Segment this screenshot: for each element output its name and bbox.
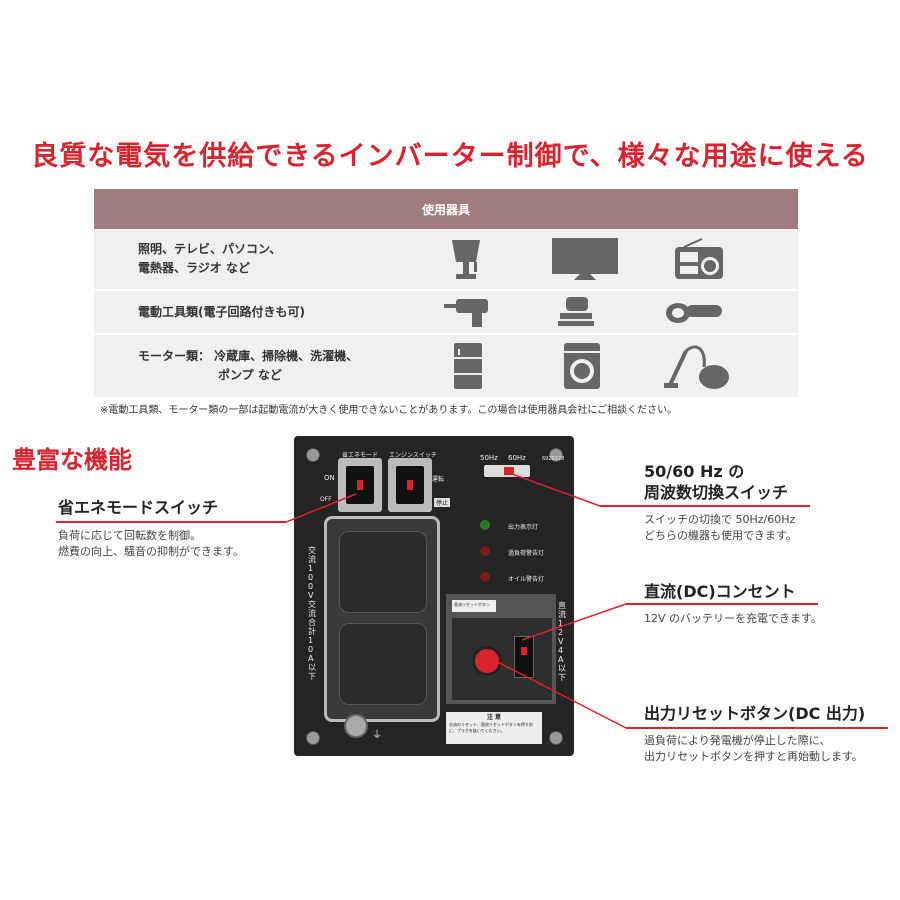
off-label: OFF [320, 496, 332, 503]
freq-title-line: 50/60 Hz の [644, 462, 745, 481]
ground-icon: ⏚ [372, 730, 382, 741]
dc-section: 直流リセットボタン [446, 594, 556, 704]
frequency-switch[interactable] [484, 465, 530, 477]
freq-callout-line [600, 505, 810, 507]
engine-switch-label: エンジンスイッチ [389, 452, 437, 459]
lamp-icon [444, 236, 488, 282]
freq-callout-title: 50/60 Hz の 周波数切換スイッチ [644, 461, 788, 503]
row-label-line: 電熱器、ラジオ など [138, 261, 250, 275]
stop-label: 停止 [434, 498, 451, 507]
freq-desc-line: スイッチの切換で 50Hz/60Hz [644, 513, 796, 526]
ac-rating-label: 交流 100V 交流合計10A以下 [308, 546, 316, 681]
dc-socket-plate [452, 618, 552, 700]
dc-rating-label: 直流 12V 4A以下 [558, 601, 566, 682]
screw-icon [306, 448, 320, 462]
reset-label-plate: 直流リセットボタン [452, 600, 496, 612]
grinder-icon [664, 295, 724, 329]
engine-switch-frame [388, 458, 432, 512]
hz60-label: 60Hz [508, 454, 526, 462]
dc-socket[interactable] [514, 636, 534, 678]
footnote: ※電動工具類、モーター類の一部は起動電流が大きく使用できないことがあります。この… [100, 405, 678, 416]
television-icon [550, 236, 620, 282]
row-label: モーター類： 冷蔵庫、掃除機、洗濯機、 ポンプ など [94, 347, 424, 385]
eco-mode-label: 省エネモード [342, 452, 379, 459]
screw-icon [549, 731, 563, 745]
row-label: 照明、テレビ、パソコン、 電熱器、ラジオ など [94, 240, 424, 278]
reset-label: 直流リセットボタン [454, 602, 490, 607]
caution-text: 交流のリセット、過流リセットボタンを押す前に、プラグを抜いてください。 [449, 722, 533, 733]
table-row: 照明、テレビ、パソコン、 電熱器、ラジオ など [94, 229, 798, 291]
reset-desc-line: 過負荷により発電機が停止した際に、 [644, 734, 831, 747]
headline: 良質な電気を供給できるインバーター制御で、様々な用途に使える [31, 141, 869, 172]
freq-desc-line: どちらの機器も使用できます。 [644, 529, 797, 542]
refrigerator-icon [452, 341, 484, 391]
table-row: モーター類： 冷蔵庫、掃除機、洗濯機、 ポンプ など [94, 335, 798, 399]
eco-callout-desc: 負荷に応じて回転数を制御。 燃費の向上、騒音の抑制ができます。 [58, 528, 244, 560]
ac-outlet-cover[interactable] [339, 531, 427, 613]
row-label-line: モーター類： 冷蔵庫、掃除機、洗濯機、 [138, 349, 359, 363]
freq-callout-desc: スイッチの切換で 50Hz/60Hz どちらの機器も使用できます。 [644, 512, 797, 544]
row-label-line: ポンプ など [218, 368, 282, 382]
section-title: 豊富な機能 [12, 446, 132, 474]
eco-callout-line [56, 521, 286, 523]
drill-icon [444, 295, 494, 329]
reset-desc-line: 出力リセットボタンを押すと再始動します。 [644, 750, 863, 763]
reset-callout-title: 出力リセットボタン(DC 出力) [644, 704, 866, 723]
row-label: 電動工具類(電子回路付きも可) [94, 303, 424, 322]
appliance-table: 使用器具 照明、テレビ、パソコン、 電熱器、ラジオ など [94, 189, 798, 399]
dc-desc-line: 12V のバッテリーを充電できます。 [644, 612, 822, 625]
ground-terminal[interactable] [344, 714, 368, 738]
table-header: 使用器具 [94, 189, 798, 229]
generator-panel: 省エネモード エンジンスイッチ ON OFF 運転 停止 50Hz 60Hz 6… [294, 436, 574, 756]
on-label: ON [324, 474, 335, 482]
freq-title-line: 周波数切換スイッチ [644, 483, 789, 502]
overload-lamp-icon [480, 546, 490, 556]
eco-mode-switch-frame [338, 458, 382, 512]
engine-indicator [407, 480, 413, 490]
washing-machine-icon [562, 341, 602, 391]
dc-callout-title: 直流(DC)コンセント [644, 582, 796, 601]
ac-outlet-cover[interactable] [339, 623, 427, 705]
eco-pointer-line [286, 493, 357, 523]
reset-callout-line [626, 727, 888, 729]
eco-desc-line: 燃費の向上、騒音の抑制ができます。 [58, 545, 244, 558]
caution-plate: 注 意 交流のリセット、過流リセットボタンを押す前に、プラグを抜いてください。 [446, 712, 542, 744]
freq-pointer-line [511, 473, 601, 507]
screw-icon [549, 448, 563, 462]
eco-mode-indicator [357, 480, 363, 490]
dc-socket-flag [521, 647, 527, 655]
eco-desc-line: 負荷に応じて回転数を制御。 [58, 529, 201, 542]
dc-pointer-line [521, 603, 627, 641]
output-lamp-icon [480, 520, 490, 530]
dc-callout-desc: 12V のバッテリーを充電できます。 [644, 611, 822, 627]
screw-icon [306, 731, 320, 745]
reset-pointer-line [485, 655, 627, 729]
table-row: 電動工具類(電子回路付きも可) [94, 291, 798, 335]
dc-callout-line [626, 603, 818, 605]
oil-lamp-icon [480, 572, 490, 582]
run-label: 運転 [432, 476, 445, 483]
frequency-switch-knob [504, 467, 514, 475]
reset-callout-desc: 過負荷により発電機が停止した際に、 出力リセットボタンを押すと再始動します。 [644, 733, 863, 765]
row-label-line: 電動工具類(電子回路付きも可) [138, 304, 305, 319]
sander-icon [556, 295, 596, 329]
caution-title: 注 意 [486, 714, 502, 721]
oil-lamp-label: オイル警告灯 [508, 576, 545, 583]
overload-lamp-label: 過負荷警告灯 [508, 550, 545, 557]
eco-mode-switch[interactable] [346, 466, 374, 504]
radio-icon [672, 237, 726, 281]
vacuum-cleaner-icon [664, 341, 730, 391]
ac-outlet [324, 516, 440, 722]
row-label-line: 照明、テレビ、パソコン、 [138, 242, 282, 256]
hz50-label: 50Hz [480, 454, 498, 462]
engine-switch[interactable] [396, 466, 424, 504]
eco-callout-title: 省エネモードスイッチ [58, 498, 219, 517]
output-lamp-label: 出力表示灯 [508, 524, 539, 531]
serial-label: 6920728 [542, 456, 565, 462]
